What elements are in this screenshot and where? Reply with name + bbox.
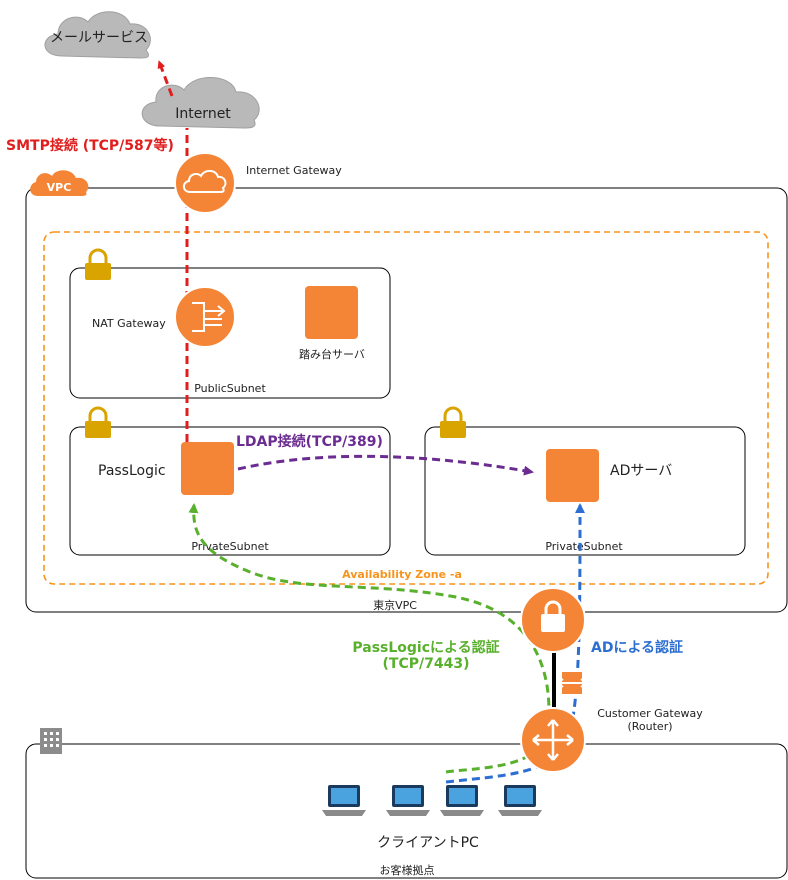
mail-service-cloud — [44, 11, 151, 59]
smtp-connection-label: SMTP接続 (TCP/587等) — [6, 137, 174, 154]
ad-auth-line — [445, 503, 585, 784]
laptop-icon — [440, 785, 484, 816]
vpc-container — [25, 187, 788, 613]
client-site-container — [25, 743, 788, 879]
passlogic-auth-label: PassLogicによる認証 — [352, 639, 499, 656]
public-subnet-lock-icon — [85, 248, 111, 280]
customer-gateway-label: Customer Gateway — [597, 707, 703, 720]
building-icon — [40, 728, 62, 754]
availability-zone-container — [43, 231, 769, 585]
ldap-connection-label: LDAP接続(TCP/389) — [236, 433, 383, 450]
customer-gateway-sublabel: (Router) — [627, 720, 672, 733]
laptop-icon — [498, 785, 542, 816]
vpc-badge-icon — [30, 170, 89, 196]
passlogic-auth-port-label: (TCP/7443) — [383, 656, 470, 672]
internet-gateway-label: Internet Gateway — [246, 164, 342, 177]
ad-server-label: ADサーバ — [610, 463, 672, 479]
nat-gateway-icon — [174, 286, 236, 348]
client-pc-label: クライアントPC — [377, 835, 479, 851]
internet-label: Internet — [175, 106, 231, 122]
public-subnet-label: PublicSubnet — [194, 382, 266, 395]
private-subnet-left-lock-icon — [85, 406, 111, 438]
passlogic-server-icon — [181, 442, 234, 495]
private-subnet-right-lock-icon — [440, 406, 466, 438]
smtp-connection-arrow — [157, 60, 174, 97]
router-icon — [520, 707, 586, 773]
ad-auth-label: ADによる認証 — [591, 639, 683, 656]
laptop-icon — [322, 785, 366, 816]
laptop-icon — [386, 785, 430, 816]
bastion-server-label: 踏み台サーバ — [299, 347, 365, 361]
availability-zone-label: Availability Zone -a — [342, 568, 462, 581]
passlogic-server-label: PassLogic — [98, 463, 166, 479]
vpn-gateway-lock-icon — [520, 587, 586, 653]
customer-gateway-small-icon — [556, 672, 588, 694]
ad-server-icon — [546, 449, 599, 502]
client-site-label: お客様拠点 — [380, 863, 435, 877]
vpc-name: 東京VPC — [373, 598, 417, 612]
internet-gateway-icon — [174, 152, 236, 214]
vpc-badge-label: VPC — [47, 181, 72, 194]
ldap-connection-line — [237, 454, 534, 476]
bastion-server-icon — [305, 286, 358, 339]
private-subnet-right-label: PrivateSubnet — [545, 540, 623, 553]
internet-cloud — [141, 77, 260, 129]
nat-gateway-label: NAT Gateway — [92, 317, 166, 330]
mail-service-label: メールサービス — [50, 30, 148, 46]
